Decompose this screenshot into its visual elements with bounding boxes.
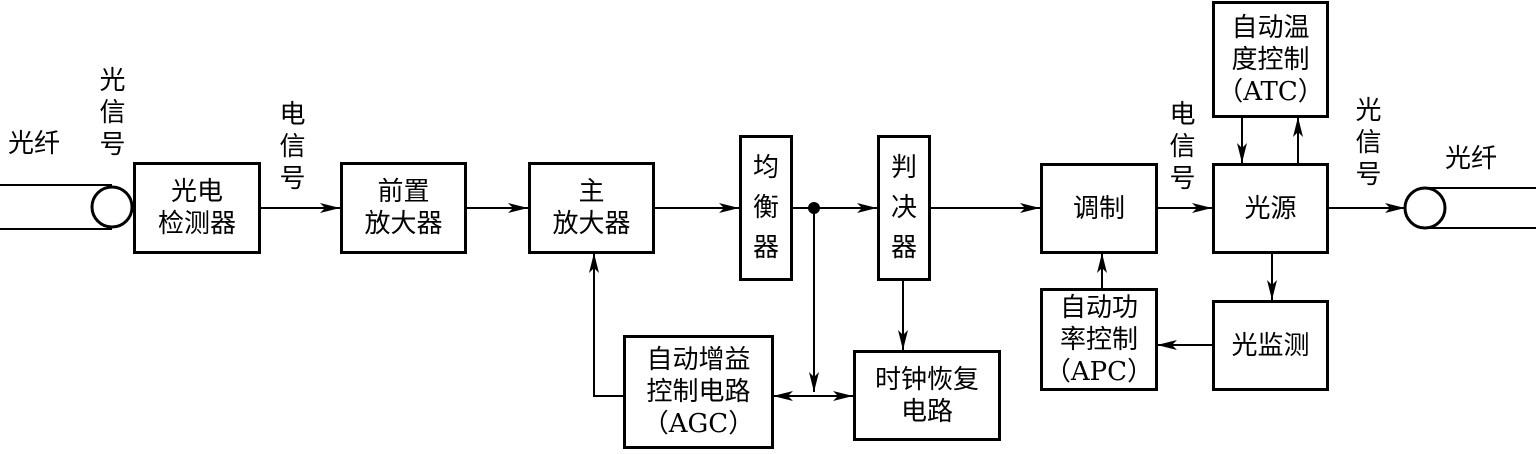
block-preamplifier: 前置 放大器 — [340, 162, 467, 254]
block-text: （ATC） — [1217, 76, 1324, 107]
block-equalizer: 均 衡 器 — [739, 135, 793, 281]
label-fiber-out: 光纤 — [1445, 144, 1498, 174]
block-light-source: 光源 — [1212, 163, 1329, 254]
block-text: 调制 — [1072, 193, 1125, 224]
block-apc: 自动功 率控制 （APC） — [1040, 288, 1158, 391]
block-photodetector: 光电 检测器 — [133, 162, 261, 254]
block-clock-recovery: 时钟恢复 电路 — [853, 350, 1001, 441]
block-text: 前置 — [377, 177, 430, 207]
block-text: 时钟恢复 — [874, 364, 979, 395]
block-text: 度控制 — [1231, 44, 1310, 75]
block-text: 电路 — [900, 396, 953, 427]
block-text: 均 — [752, 153, 779, 183]
block-modulation: 调制 — [1040, 163, 1158, 254]
block-text: 决 — [890, 193, 917, 223]
block-text: 放大器 — [364, 209, 443, 239]
label-optical-signal-in: 光信号 — [95, 66, 125, 162]
block-agc: 自动增益 控制电路 （AGC） — [623, 335, 774, 449]
block-text: 光电 — [170, 177, 223, 207]
block-text: 自动温 — [1231, 12, 1310, 43]
block-decision: 判 决 器 — [877, 135, 931, 281]
block-text: 衡 — [752, 193, 779, 223]
block-text: 器 — [890, 233, 917, 263]
fiber-out-end — [1403, 186, 1447, 230]
block-atc: 自动温 度控制 （ATC） — [1212, 1, 1329, 118]
block-text: 器 — [752, 233, 779, 263]
label-fiber-in: 光纤 — [8, 129, 61, 159]
block-text: 率控制 — [1059, 324, 1138, 355]
block-text: 自动增益 — [646, 345, 751, 375]
fiber-in-end — [90, 185, 134, 229]
block-text: 自动功 — [1059, 292, 1138, 323]
block-main-amplifier: 主 放大器 — [528, 162, 655, 254]
block-text: （APC） — [1044, 356, 1154, 387]
label-optical-signal-out: 光信号 — [1351, 96, 1381, 192]
block-text: 检测器 — [157, 209, 236, 239]
block-text: 判 — [890, 153, 917, 183]
block-text: 主 — [578, 177, 605, 207]
block-text: 光源 — [1244, 193, 1297, 224]
block-optical-monitor: 光监测 — [1212, 300, 1329, 391]
block-text: 光监测 — [1231, 330, 1310, 361]
arrow-agc-mainamp — [589, 253, 623, 397]
block-text: （AGC） — [642, 409, 755, 439]
label-electrical-signal-tx: 电信号 — [1165, 100, 1195, 196]
block-text: 放大器 — [552, 209, 631, 239]
label-electrical-signal-rx: 电信号 — [275, 100, 305, 196]
block-text: 控制电路 — [646, 377, 751, 407]
